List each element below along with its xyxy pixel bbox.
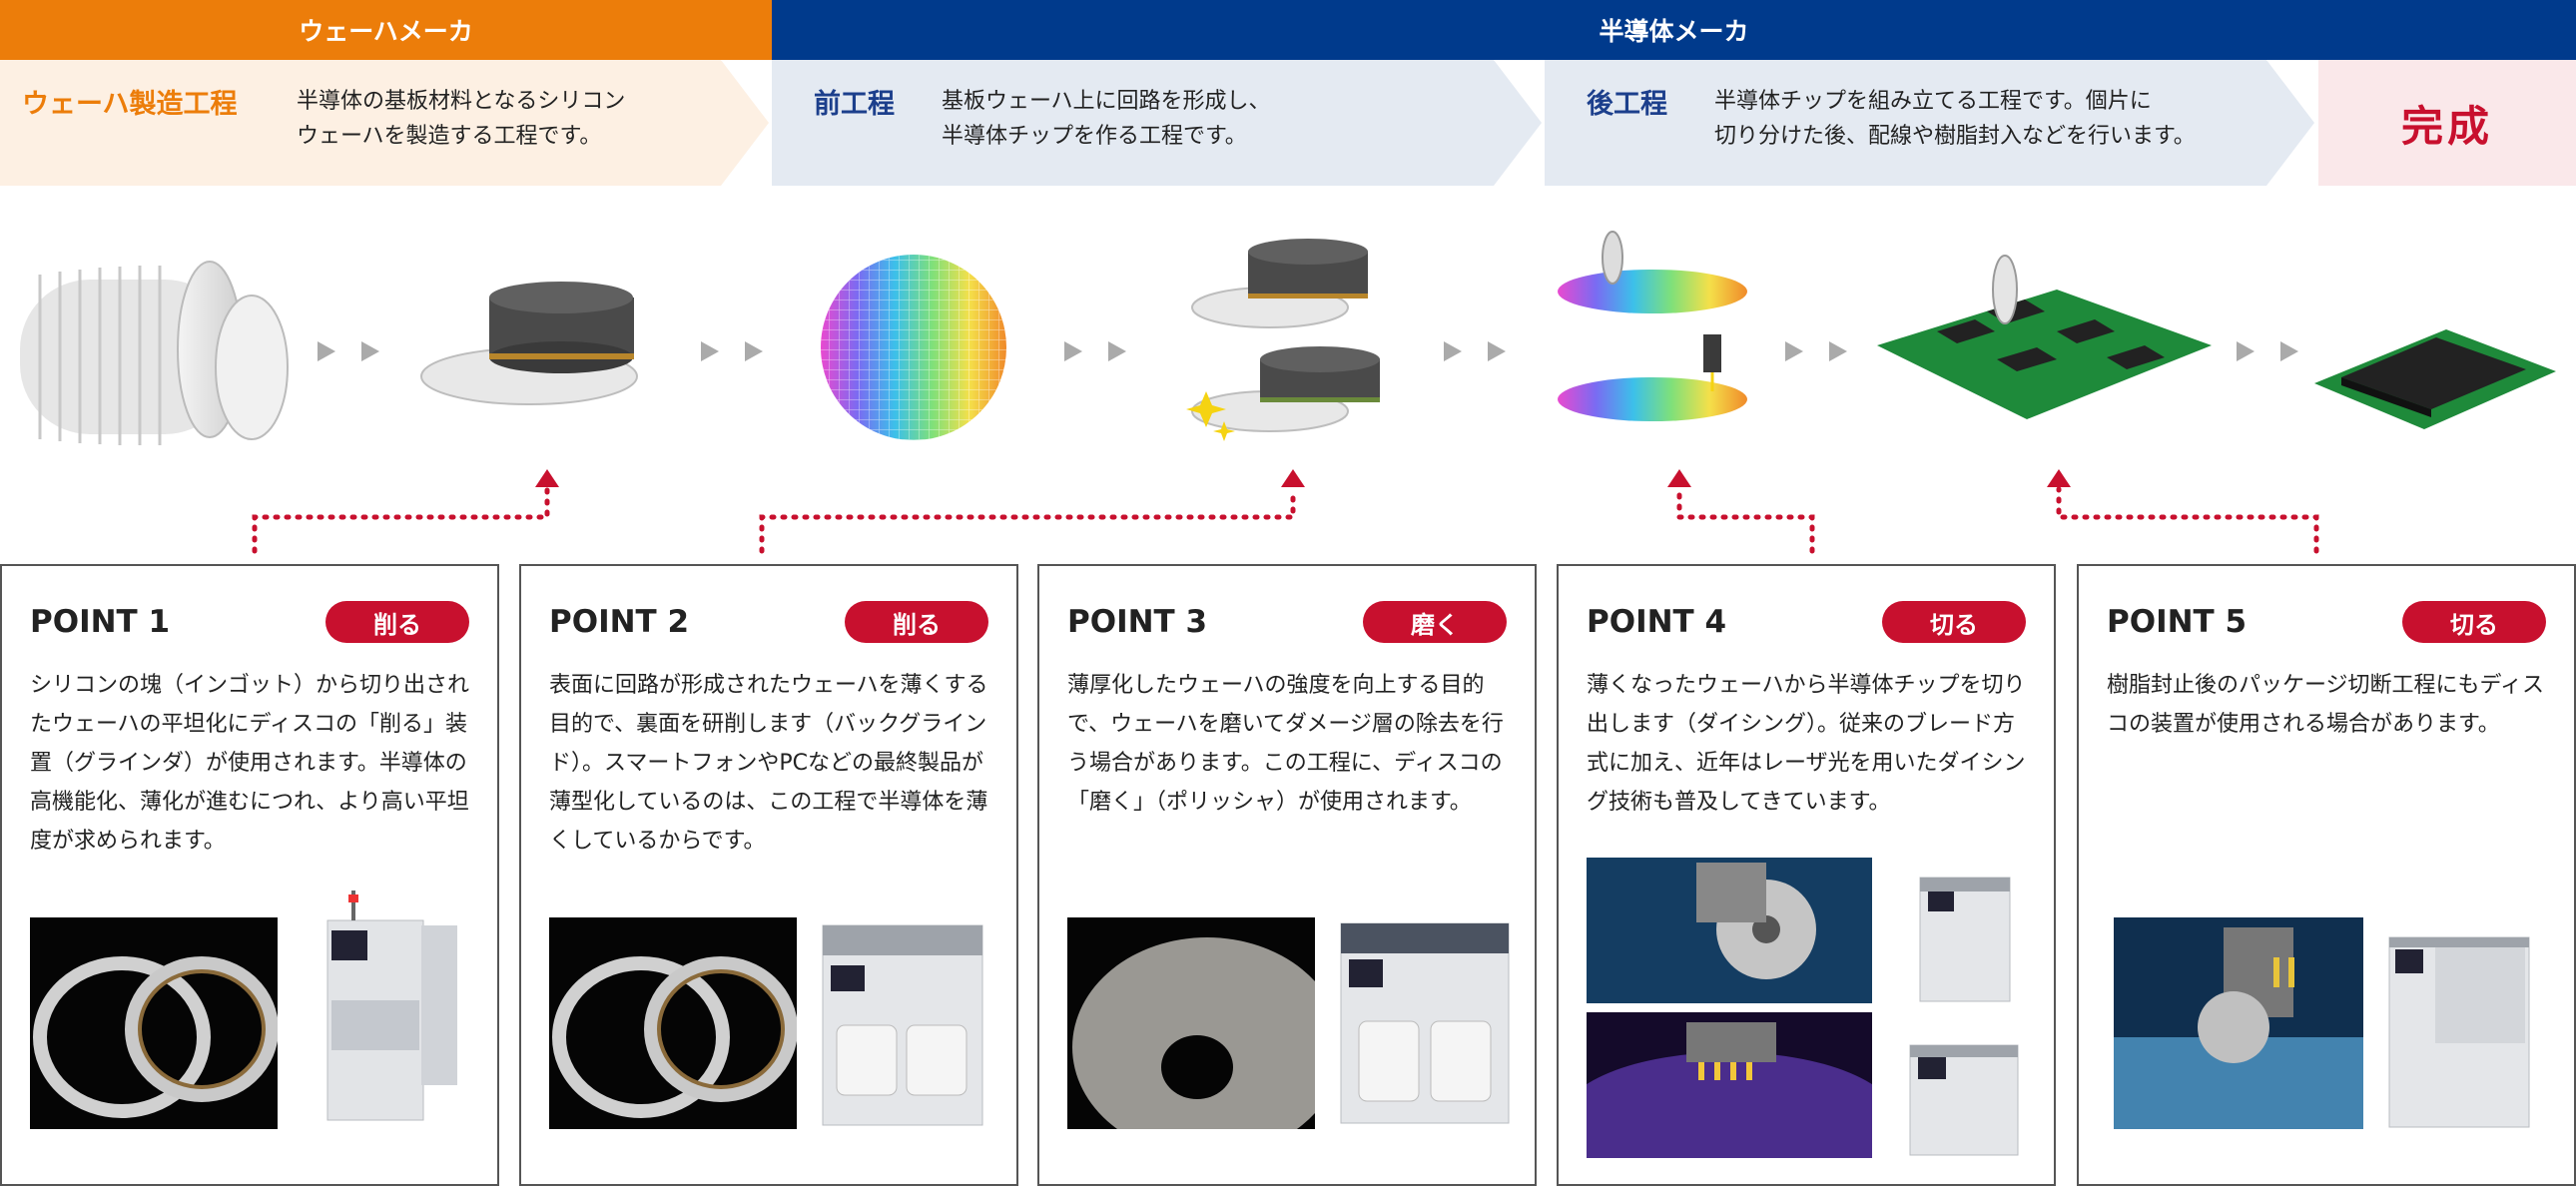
blade-dicer-machine-photo (1919, 877, 2011, 1002)
grinding-wheel-photo (30, 917, 278, 1129)
flow-arrows (318, 341, 2298, 361)
semiconductor-maker-header: 半導体メーカ (772, 0, 2576, 60)
backgrind-polish-illustration (1186, 239, 1380, 441)
point-text: シリコンの塊（インゴット）から切り出されたウェーハの平坦化にディスコの「削る」装… (30, 673, 470, 854)
step-back-end: 後工程 半導体チップを組み立てる工程です。個片に 切り分けた後、配線や樹脂封入な… (1545, 60, 2313, 186)
wafer-illustration (821, 255, 1006, 440)
polishing-wheel-photo (1067, 917, 1315, 1129)
step-arrow-wafer (0, 60, 769, 186)
package-pcb-illustration (1877, 255, 2212, 419)
step-arrows (0, 60, 2314, 186)
point-badge: 切る (2402, 601, 2546, 643)
point-title: POINT 4 (1587, 604, 1727, 640)
point-title: POINT 2 (549, 604, 690, 640)
dicing-illustration (1558, 231, 1747, 421)
step-name: 後工程 (1587, 89, 1667, 120)
point-badge: 切る (1882, 601, 2026, 643)
point-card-2: POINT 2 削る 表面に回路が形成されたウェーハを薄くする目的で、裏面を研削… (519, 564, 1018, 1186)
step-description: 基板ウェーハ上に回路を形成し、 半導体チップを作る工程です。 (942, 89, 1271, 149)
step-description: 半導体チップを組み立てる工程です。個片に 切り分けた後、配線や樹脂封入などを行い… (1714, 89, 2196, 149)
point-card-1: POINT 1 削る シリコンの塊（インゴット）から切り出されたウェーハの平坦化… (0, 564, 499, 1186)
wafer-maker-header: ウェーハメーカ (0, 0, 772, 60)
step-name: 前工程 (814, 89, 895, 120)
laser-dicing-photo (1587, 1012, 1872, 1158)
backgrinder-machine-photo (822, 924, 983, 1126)
grinding-illustration (420, 282, 638, 405)
point-title: POINT 3 (1067, 604, 1208, 640)
point-title: POINT 1 (30, 604, 171, 640)
wafer-maker-label: ウェーハメーカ (299, 17, 473, 46)
step-wafer-manufacturing: ウェーハ製造工程 半導体の基板材料となるシリコン ウェーハを製造する工程です。 (0, 60, 769, 186)
grinding-wheel-photo (549, 917, 797, 1129)
process-steps: ウェーハ製造工程 半導体の基板材料となるシリコン ウェーハを製造する工程です。 … (0, 60, 2576, 186)
point-text: 表面に回路が形成されたウェーハを薄くする目的で、裏面を研削します（バックグライン… (549, 673, 988, 854)
complete-label: 完成 (2400, 101, 2493, 151)
grinder-machine-photo (326, 890, 457, 1121)
point-badge: 削る (325, 601, 469, 643)
point-text: 薄厚化したウェーハの強度を向上する目的で、ウェーハを磨いてダメージ層の除去を行う… (1067, 673, 1504, 815)
point-text: 樹脂封止後のパッケージ切断工程にもディスコの装置が使用される場合があります。 (2107, 673, 2545, 737)
package-dicer-machine-photo (2388, 936, 2530, 1128)
point-text: 薄くなったウェーハから半導体チップを切り出します（ダイシング）。従来のブレード方… (1587, 673, 2026, 815)
point-badge: 削る (845, 601, 988, 643)
step-front-end: 前工程 基板ウェーハ上に回路を形成し、 半導体チップを作る工程です。 (772, 60, 1541, 186)
point-card-3: POINT 3 磨く 薄厚化したウェーハの強度を向上する目的で、ウェーハを磨いて… (1037, 564, 1537, 1186)
step-arrow-front (772, 60, 1542, 186)
point-card-5: POINT 5 切る 樹脂封止後のパッケージ切断工程にもディスコの装置が使用され… (2077, 564, 2576, 1186)
semiconductor-maker-label: 半導体メーカ (1599, 17, 1749, 46)
point-connectors (252, 469, 2319, 554)
final-chip-illustration (2314, 329, 2556, 429)
step-name: ウェーハ製造工程 (22, 89, 238, 120)
step-arrow-back (1545, 60, 2314, 186)
laser-dicer-machine-photo (1909, 1044, 2019, 1156)
step-description: 半導体の基板材料となるシリコン ウェーハを製造する工程です。 (297, 89, 626, 149)
complete-box: 完成 (2318, 60, 2576, 186)
polisher-machine-photo (1340, 922, 1510, 1124)
process-illustrations (20, 231, 2556, 445)
point-badge: 磨く (1363, 601, 1507, 643)
blade-dicing-photo (1587, 858, 1872, 1003)
point-card-4: POINT 4 切る 薄くなったウェーハから半導体チップを切り出します（ダイシン… (1557, 564, 2056, 1186)
package-cutting-photo (2114, 917, 2363, 1129)
point-title: POINT 5 (2107, 604, 2248, 640)
ingot-illustration (20, 261, 289, 445)
